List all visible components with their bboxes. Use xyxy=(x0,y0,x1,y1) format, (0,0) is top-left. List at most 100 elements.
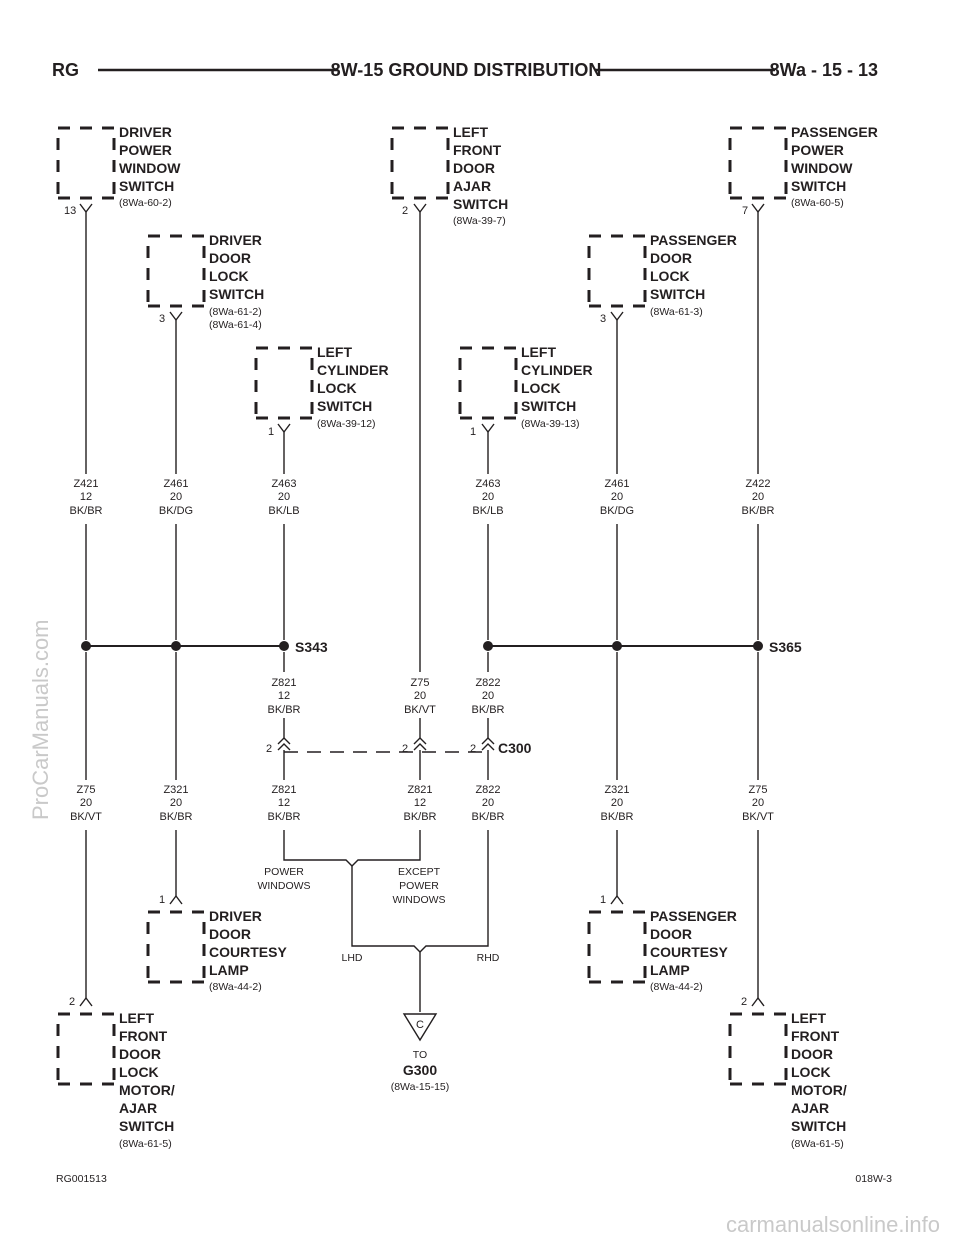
component-label-line: PASSENGER xyxy=(650,908,737,924)
component-label-line: LEFT xyxy=(453,124,488,140)
component-label-line: DOOR xyxy=(209,926,251,942)
wire-label: Z821 xyxy=(271,677,296,689)
wire-label: Z463 xyxy=(475,478,500,490)
wire-label: BK/BR xyxy=(267,811,300,823)
left-cylinder-lock-switch: LEFT CYLINDER LOCK SWITCH (8Wa-39-12) 1 xyxy=(268,344,389,438)
page-reference: (8Wa-39-12) xyxy=(317,418,376,430)
wire-label: 20 xyxy=(80,797,92,809)
option-label: WINDOWS xyxy=(257,880,310,892)
page-number: 8Wa - 15 - 13 xyxy=(770,60,878,80)
component-label-line: SWITCH xyxy=(453,196,508,212)
component-label-line: SWITCH xyxy=(791,178,846,194)
wire-label: Z321 xyxy=(604,784,629,796)
page-reference: (8Wa-39-13) xyxy=(521,418,580,430)
component-label-line: SWITCH xyxy=(791,1118,846,1134)
driver-door-lock-switch: DRIVER DOOR LOCK SWITCH (8Wa-61-2) (8Wa-… xyxy=(159,232,264,331)
component-label-line: CYLINDER xyxy=(317,362,389,378)
pin-number: 3 xyxy=(600,313,606,325)
component-label-line: AJAR xyxy=(453,178,491,194)
component-label-line: PASSENGER xyxy=(791,124,878,140)
connector-label: C300 xyxy=(498,740,532,756)
wire-label: Z75 xyxy=(77,784,96,796)
pin-number: 1 xyxy=(600,894,606,906)
option-label: RHD xyxy=(477,952,500,964)
wire-label: BK/DG xyxy=(159,505,193,517)
pin-number: 7 xyxy=(742,205,748,217)
wire-label: 12 xyxy=(278,690,290,702)
pin-number: 2 xyxy=(69,996,75,1008)
wire-label: 20 xyxy=(482,797,494,809)
component-label-line: LOCK xyxy=(209,268,249,284)
page-reference: (8Wa-60-2) xyxy=(119,197,172,209)
component-label-line: POWER xyxy=(791,142,844,158)
ground-to-label: TO xyxy=(413,1049,427,1061)
wire-label: 12 xyxy=(414,797,426,809)
wire-label: 20 xyxy=(278,491,290,503)
wire-label: Z821 xyxy=(407,784,432,796)
header-left: RG xyxy=(52,60,79,80)
wire-label: 20 xyxy=(482,491,494,503)
page-reference: (8Wa-61-3) xyxy=(650,306,703,318)
ground-name: G300 xyxy=(403,1062,437,1078)
component-label-line: LEFT xyxy=(521,344,556,360)
component-label-line: LOCK xyxy=(650,268,690,284)
option-label: WINDOWS xyxy=(392,894,445,906)
option-label: EXCEPT xyxy=(398,866,441,878)
pin-number: 2 xyxy=(470,743,476,755)
pin-number: 2 xyxy=(266,743,272,755)
wire-label: 20 xyxy=(414,690,426,702)
wire-label: BK/BR xyxy=(69,505,102,517)
component-label-line: LEFT xyxy=(119,1010,154,1026)
wire-label: BK/BR xyxy=(267,704,300,716)
component-label-line: LAMP xyxy=(209,962,249,978)
passenger-power-window-switch: PASSENGER POWER WINDOW SWITCH (8Wa-60-5)… xyxy=(742,124,878,217)
wire-label: Z75 xyxy=(749,784,768,796)
component-label-line: SWITCH xyxy=(119,178,174,194)
component-label-line: SWITCH xyxy=(209,286,264,302)
wire-label: Z75 xyxy=(411,677,430,689)
component-label-line: DOOR xyxy=(650,926,692,942)
pin-number: 2 xyxy=(741,996,747,1008)
wire-label: 12 xyxy=(80,491,92,503)
left-cylinder-lock-switch: LEFT CYLINDER LOCK SWITCH (8Wa-39-13) 1 xyxy=(470,344,593,438)
component-label-line: AJAR xyxy=(791,1100,829,1116)
component-label-line: WINDOW xyxy=(119,160,181,176)
wire-label: Z463 xyxy=(271,478,296,490)
wire-label: BK/LB xyxy=(472,505,503,517)
wire-label: 12 xyxy=(278,797,290,809)
page-title: 8W-15 GROUND DISTRIBUTION xyxy=(331,60,602,80)
wire-label: 20 xyxy=(611,797,623,809)
pin-number: 2 xyxy=(402,743,408,755)
wire-label: BK/BR xyxy=(600,811,633,823)
page-reference: (8Wa-15-15) xyxy=(391,1081,450,1093)
component-label-line: PASSENGER xyxy=(650,232,737,248)
wire-label: 20 xyxy=(170,797,182,809)
wire-label: 20 xyxy=(752,797,764,809)
wire-label: BK/VT xyxy=(404,704,436,716)
component-label-line: LOCK xyxy=(521,380,561,396)
component-label-line: LAMP xyxy=(650,962,690,978)
component-label-line: AJAR xyxy=(119,1100,157,1116)
component-label-line: DRIVER xyxy=(209,232,262,248)
left-front-door-lock-motor: LEFT FRONT DOOR LOCK MOTOR/ AJAR SWITCH … xyxy=(741,996,847,1150)
wire-label: BK/BR xyxy=(403,811,436,823)
component-label-line: CYLINDER xyxy=(521,362,593,378)
wire-label: Z461 xyxy=(604,478,629,490)
figure-code: RG001513 xyxy=(56,1173,107,1185)
component-label-line: LEFT xyxy=(317,344,352,360)
component-label-line: POWER xyxy=(119,142,172,158)
page-reference: (8Wa-44-2) xyxy=(209,981,262,993)
passenger-door-courtesy-lamp: PASSENGER DOOR COURTESY LAMP (8Wa-44-2) … xyxy=(600,894,737,993)
component-label-line: LEFT xyxy=(791,1010,826,1026)
component-label-line: SWITCH xyxy=(650,286,705,302)
component-label-line: MOTOR/ xyxy=(119,1082,175,1098)
pin-number: 2 xyxy=(402,205,408,217)
component-label-line: SWITCH xyxy=(521,398,576,414)
component-label-line: DOOR xyxy=(209,250,251,266)
wire-label: 20 xyxy=(170,491,182,503)
wire-label: BK/BR xyxy=(471,811,504,823)
pin-number: 1 xyxy=(470,426,476,438)
passenger-door-lock-switch: PASSENGER DOOR LOCK SWITCH (8Wa-61-3) 3 xyxy=(600,232,737,325)
component-label-line: FRONT xyxy=(453,142,502,158)
component-label-line: WINDOW xyxy=(791,160,853,176)
